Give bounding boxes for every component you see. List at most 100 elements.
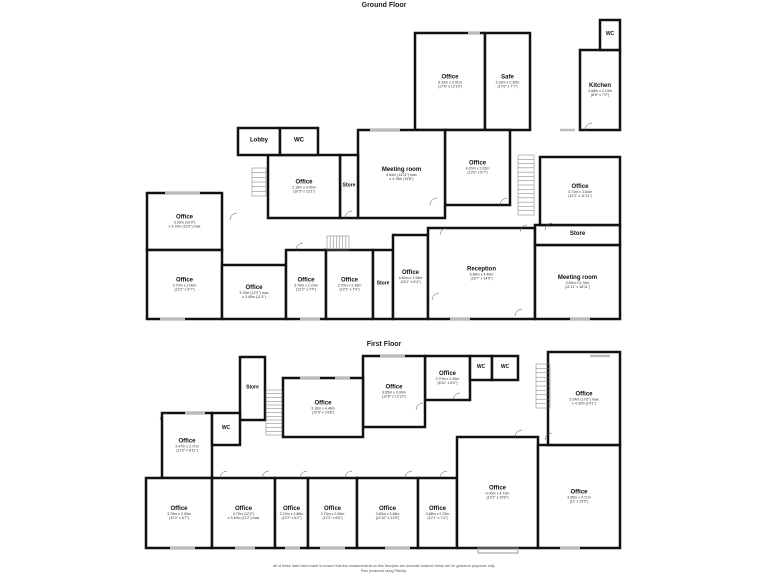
room-dimensions-metric: 3.47m x 2.71m (175, 445, 199, 449)
room-outline (443, 128, 512, 207)
door (439, 227, 448, 236)
room-name: Office (283, 506, 301, 512)
room-dimensions-imperial: (12'1" x 7'4") (427, 516, 447, 520)
room-dimensions-imperial: (12'2" x 7'9") (339, 288, 359, 292)
room-dimensions-imperial: (13'3" x 15'6") (486, 496, 508, 500)
door (439, 470, 448, 479)
room-wc: WC (490, 354, 520, 382)
room-dimensions-metric: 3.60m x 3.48m (376, 512, 400, 516)
room-name: Kitchen (589, 83, 611, 89)
disclaimer-credit: Plan produced using PlanUp. (361, 569, 408, 573)
door (499, 197, 508, 206)
staircase (326, 235, 350, 251)
staircase (535, 363, 551, 409)
room-outline (490, 354, 520, 382)
room-name: Store (377, 281, 390, 287)
room-name: Office (341, 278, 359, 284)
room-dimensions-metric: 4.20m x 2.02m (466, 167, 490, 171)
room-name: Office (297, 278, 315, 284)
room-outline (324, 248, 375, 321)
door (261, 470, 270, 479)
room-dimensions-metric: 5.34m (17'6") max (569, 398, 598, 402)
room-dimensions-metric: 3.70m x 2.38m (338, 284, 362, 288)
room-name: Office (441, 75, 459, 81)
room-dimensions-imperial: (8'10" x 8'0") (437, 381, 457, 385)
door (429, 197, 438, 206)
room-outline (281, 376, 365, 439)
room-dimensions-metric: 3.18m x 4.00m (292, 186, 316, 190)
room-dimensions-metric: 4.05m x 4.73m (486, 492, 510, 496)
door (299, 470, 308, 479)
ground-floor-title: Ground Floor (362, 2, 407, 9)
room-name: Store (570, 231, 586, 237)
room-dimensions-metric: 5.68m x 4.40m (470, 273, 494, 277)
door (584, 122, 593, 131)
door (514, 429, 523, 438)
room-dimensions-metric: 3.70m x 2.00m (167, 512, 191, 516)
room-outline (546, 350, 622, 447)
room-name: WC (501, 364, 510, 370)
bay-window (477, 547, 519, 554)
room-outline (278, 126, 320, 157)
room-outline (210, 476, 277, 550)
room-dimensions-metric: 3.16m x 4.48m (311, 407, 335, 411)
room-dimensions-imperial: (11'5" x 8'11") (176, 449, 198, 453)
room-name: WC (294, 138, 305, 144)
room-name: Office (402, 270, 420, 276)
room-wc: WC (598, 18, 622, 52)
room-dimensions-imperial: (12'2" x 6'2") (281, 516, 301, 520)
room-outline (578, 48, 622, 132)
room-name: Office (385, 385, 403, 391)
room-outline (538, 155, 622, 227)
room-dimensions-metric: 3.70m x 1.88m (280, 512, 304, 516)
room-name: Office (314, 401, 332, 407)
room-dimensions-imperial: x 4.30m (14'1") (572, 402, 596, 406)
room-name: Office (170, 506, 188, 512)
room-dimensions-metric: 3.71m x 3.64m (568, 190, 592, 194)
door (519, 224, 528, 233)
room-store: Store (533, 223, 622, 247)
disclaimer-text: All of these have been made to ensure th… (273, 564, 495, 568)
room-outline (238, 355, 267, 422)
first-floor-title: First Floor (367, 341, 402, 348)
staircase (517, 154, 535, 216)
room-wc: WC (468, 354, 494, 382)
room-dimensions-metric: 4.60m x 1.94m (399, 276, 423, 280)
room-dimensions-metric: 2.70m x 2.45m (436, 377, 460, 381)
room-dimensions-imperial: (12'2" x 11'11") (568, 194, 592, 198)
room-store: Store (338, 153, 360, 220)
room-dimensions-metric: 3.65m x 4.71m (567, 496, 591, 500)
room-dimensions-imperial: (18'7" x 14'5") (470, 277, 492, 281)
room-name: Office (571, 184, 589, 190)
room-name: Office (489, 486, 507, 492)
room-dimensions-metric: 2.68m x 2.13m (588, 89, 612, 93)
room-outline (416, 476, 459, 550)
door (514, 308, 523, 317)
room-name: WC (222, 425, 231, 431)
room-dimensions-imperial: (17'6" x 12'10") (438, 85, 462, 89)
room-dimensions-imperial: (12'2" x 8'6") (322, 516, 342, 520)
room-dimensions-metric: 3.70m x 2.23m (294, 284, 318, 288)
room-outline (284, 248, 328, 321)
room-name: Store (343, 183, 356, 189)
door (452, 392, 461, 401)
